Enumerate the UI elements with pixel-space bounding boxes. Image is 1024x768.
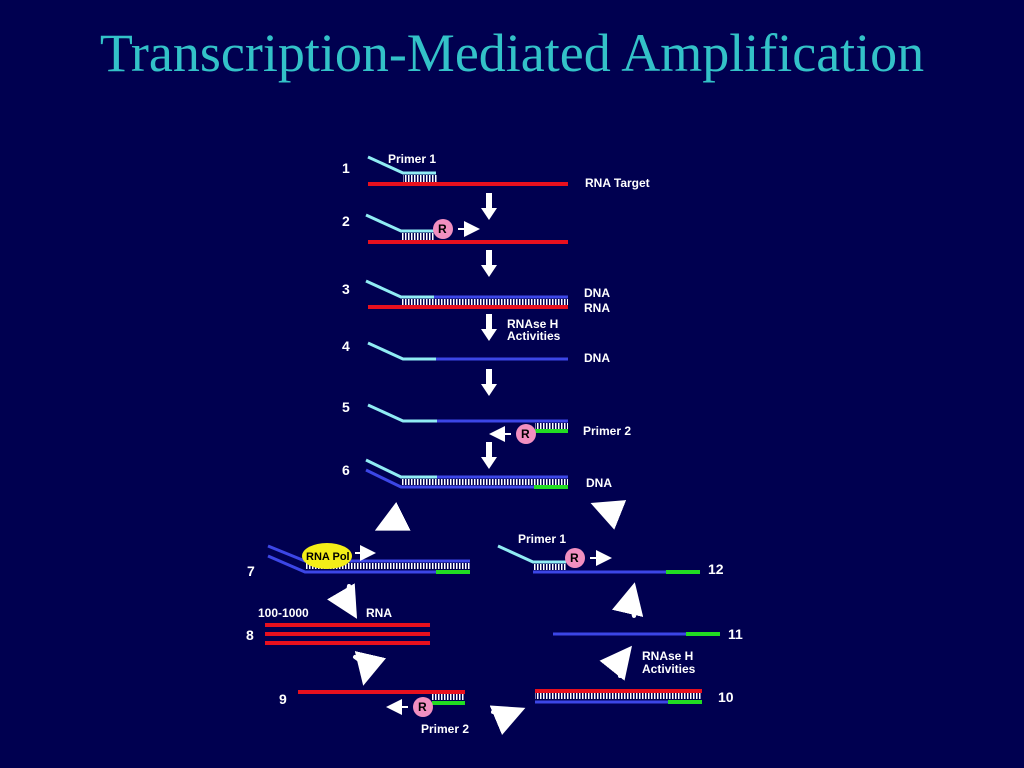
rnase-h-label-line2: Activities <box>507 329 561 343</box>
copies-label: 100-1000 <box>258 606 309 620</box>
step-number-2: 2 <box>342 213 350 229</box>
step-number-1: 1 <box>342 160 350 176</box>
cycle-arrows <box>327 500 644 735</box>
down-arrow-icon <box>481 369 497 396</box>
cycle-arrow-icon <box>612 582 644 618</box>
step-arrows <box>481 193 497 469</box>
dna-label: DNA <box>584 286 610 300</box>
rna-polymerase-icon <box>302 543 352 569</box>
down-arrow-icon <box>481 442 497 469</box>
hybrid-ticks <box>401 299 568 305</box>
primer1-strand <box>367 341 436 361</box>
cycle-arrow-icon <box>327 583 358 619</box>
rna-label: RNA <box>584 301 610 315</box>
primer1-hybrid-ticks <box>401 233 435 240</box>
dna-label: DNA <box>584 351 610 365</box>
primer1-hybrid-ticks <box>403 175 437 182</box>
cycle-arrow-icon <box>374 501 411 531</box>
down-arrow-icon <box>481 250 497 277</box>
step-2: 2 R <box>342 213 568 244</box>
cycle-arrow-icon <box>353 651 386 686</box>
step-9: 9 R Primer 2 <box>279 690 469 736</box>
primer1-label: Primer 1 <box>388 152 436 166</box>
hybrid-ticks <box>401 479 568 485</box>
down-arrow-icon <box>481 193 497 220</box>
rna-target-label: RNA Target <box>585 176 650 190</box>
reverse-transcriptase-icon <box>413 697 433 717</box>
r-label: R <box>521 427 530 441</box>
primer2-hybrid-ticks <box>432 694 465 700</box>
step-number-11: 11 <box>728 626 743 642</box>
step-number-12: 12 <box>708 561 724 577</box>
primer1-strand <box>365 458 437 479</box>
rna-label: RNA <box>366 606 392 620</box>
down-arrow-icon <box>481 314 497 341</box>
step-3: 3 DNA RNA <box>342 279 610 315</box>
hybrid-ticks <box>305 563 470 569</box>
primer2-label: Primer 2 <box>583 424 631 438</box>
step-number-7: 7 <box>247 563 255 579</box>
cycle-arrow-icon <box>599 645 632 681</box>
primer2-hybrid-ticks <box>535 423 568 429</box>
reverse-transcriptase-icon <box>516 424 536 444</box>
primer1-strand <box>365 279 434 299</box>
reverse-transcriptase-icon <box>565 548 585 568</box>
step-11: 11 <box>553 626 743 642</box>
step-number-10: 10 <box>718 689 734 705</box>
rnase-h-label-line1: RNAse H <box>507 317 558 331</box>
primer2-label: Primer 2 <box>421 722 469 736</box>
rna-pol-label: RNA Pol <box>306 551 350 563</box>
step-number-5: 5 <box>342 399 350 415</box>
step-number-3: 3 <box>342 281 350 297</box>
primer1-strand <box>367 155 436 175</box>
step-number-8: 8 <box>246 627 254 643</box>
primer1-strand <box>367 403 437 423</box>
primer1-strand <box>365 213 434 233</box>
step-4: 4 DNA <box>342 338 610 365</box>
cycle-arrow-icon <box>489 705 526 735</box>
r-label: R <box>438 222 447 236</box>
step-10: 10 <box>535 689 734 705</box>
step-number-6: 6 <box>342 462 350 478</box>
step-7: 7 RNA Pol <box>247 543 470 579</box>
step-1: 1 Primer 1 RNA Target <box>342 152 650 190</box>
step-8: 100-1000 RNA 8 <box>246 606 430 645</box>
slide-title: Transcription-Mediated Amplification <box>99 23 925 83</box>
dna-complement-strand <box>365 468 534 489</box>
primer1-label: Primer 1 <box>518 532 566 546</box>
dna-label: DNA <box>586 476 612 490</box>
primer1-strand <box>497 544 566 564</box>
step-number-9: 9 <box>279 691 287 707</box>
r-label: R <box>570 551 579 565</box>
reverse-transcriptase-icon <box>433 219 453 239</box>
cycle-arrow-icon <box>590 500 627 530</box>
step-number-4: 4 <box>342 338 350 354</box>
rnase-h-label-line2: Activities <box>642 662 696 676</box>
primer1-hybrid-ticks <box>533 564 566 570</box>
step-5: 5 R Primer 2 <box>342 399 631 444</box>
rnase-h-label-line1: RNAse H <box>642 649 693 663</box>
dna-complement-strand <box>267 554 436 574</box>
step-6: 6 DNA <box>342 458 612 490</box>
step-12: Primer 1 R 12 <box>497 532 724 577</box>
r-label: R <box>418 700 427 714</box>
hybrid-ticks <box>535 693 702 699</box>
